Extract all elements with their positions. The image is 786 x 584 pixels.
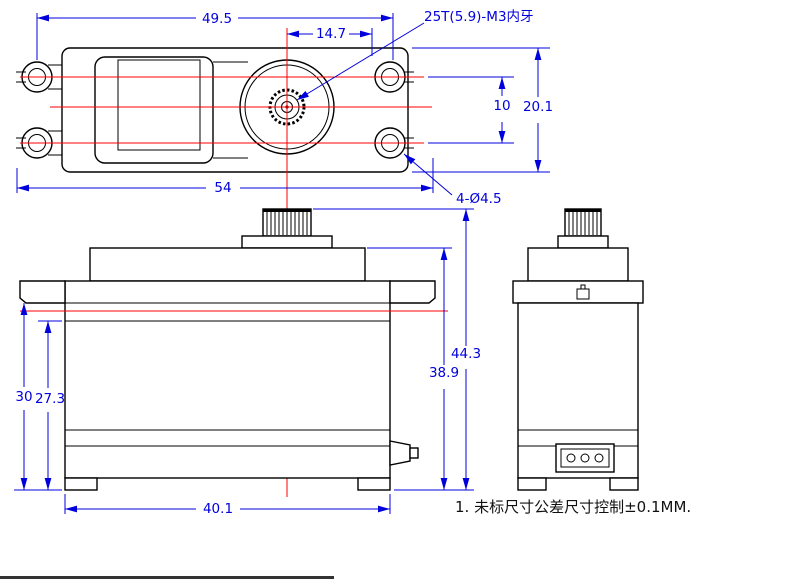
front-view-dimensions: 40.1 30 27.3 44.3 38.9 [14,208,481,517]
side-view-upper-case [527,247,629,282]
dim-hole-span-label: 49.5 [202,11,232,27]
dim-total-height-label: 44.3 [451,346,481,362]
top-view-label-area [117,59,201,151]
dim-upper-to-bottom-label: 27.3 [35,391,65,407]
dim-case-height-label: 38.9 [429,365,459,381]
side-view-connector [555,443,615,473]
side-view-flange [512,280,644,304]
side-view-body [517,302,639,479]
dim-hole-rows-label: 10 [493,98,510,114]
front-view-right-flange [389,280,436,304]
front-view-output-gear [241,208,333,249]
spline-callout-label: 25T(5.9)-M3内牙 [424,9,534,25]
top-view-dimensions: 49.5 14.7 25T(5.9)-M3内牙 10 20.1 54 4-Ø4.… [16,9,553,207]
side-view-shaft-platform [557,235,609,249]
front-view-left-foot [64,477,98,491]
holes-callout-label: 4-Ø4.5 [456,191,502,207]
top-view [16,47,432,173]
side-view [512,208,644,491]
side-view-latch-detail [576,284,590,300]
page-edge-line [0,576,334,579]
front-view-left-flange [19,280,66,304]
front-view-right-foot [357,477,391,491]
top-view-case-outline [94,56,214,164]
dim-shaft-offset-label: 14.7 [316,26,346,42]
top-view-centerlines [20,76,432,144]
front-view [19,208,448,491]
dim-body-length-label: 40.1 [203,501,233,517]
front-view-upper-case [89,247,366,282]
front-view-cable-stub [389,440,419,466]
dim-overall-width-label: 54 [214,180,231,196]
side-view-right-foot [609,477,639,491]
front-view-shaft-platform [241,235,333,249]
side-view-output-gear [557,208,609,249]
dim-flange-to-bottom-label: 30 [15,389,32,405]
side-view-left-foot [517,477,547,491]
dim-body-width-label: 20.1 [523,99,553,115]
tolerance-note: 1. 未标尺寸公差尺寸控制±0.1MM. [455,498,691,516]
front-view-body [64,280,391,479]
